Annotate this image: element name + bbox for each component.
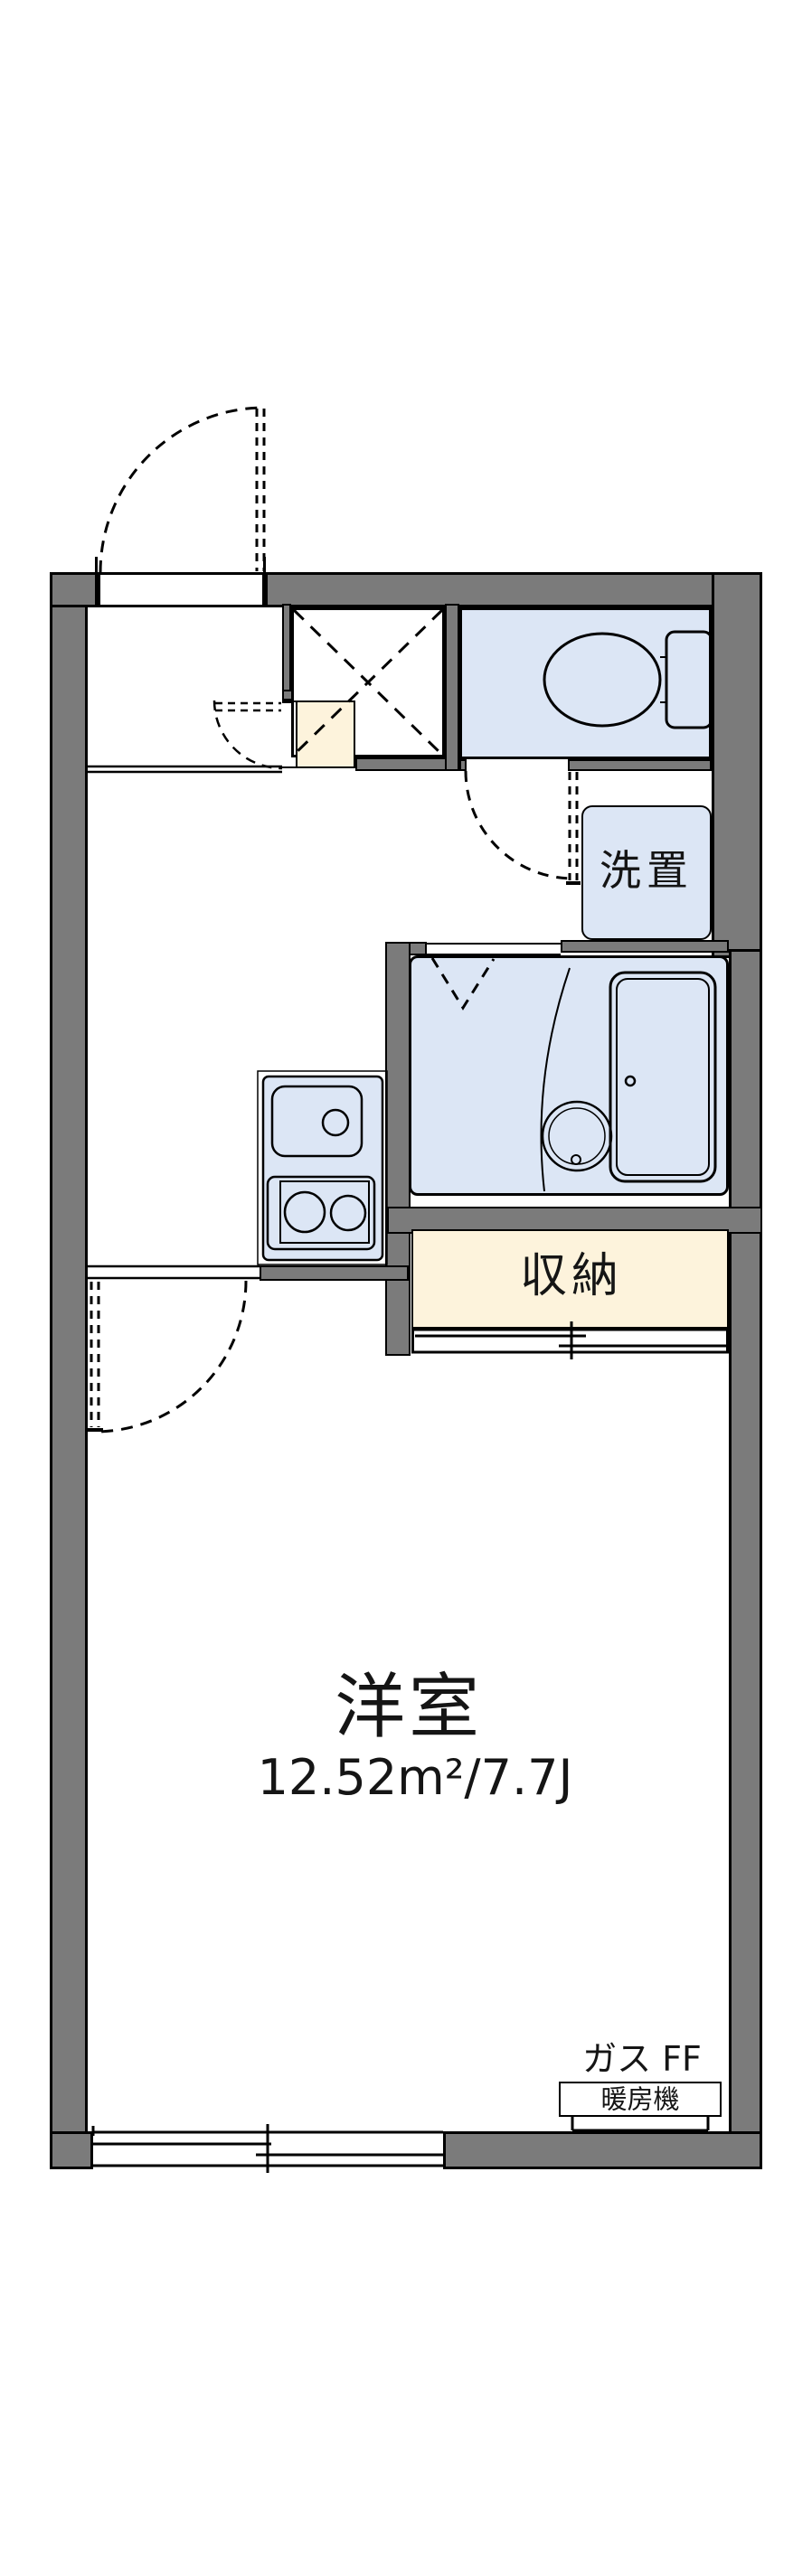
wall-bottom-right	[443, 2131, 762, 2169]
kitchen-unit	[257, 1070, 388, 1265]
entrance-door-swing-icon	[95, 406, 266, 573]
sliding-window-icon	[91, 2124, 443, 2173]
wall-toilet-left	[445, 604, 459, 771]
entrance-doorway	[98, 572, 265, 607]
bathtub-icon	[609, 971, 717, 1183]
heater-box	[559, 2082, 722, 2117]
wall-washer-bottom	[561, 940, 729, 953]
bath-folding-door-icon	[430, 957, 496, 1011]
main-room-area: 12.52m²/7.7J	[257, 1749, 573, 1806]
main-room-label: 洋室	[334, 1667, 484, 1748]
wall-right-lower	[729, 949, 762, 2169]
wall-toilet-bottom	[568, 759, 712, 771]
storage-sliding-door-icon	[411, 1321, 729, 1359]
room-door-swing-icon	[87, 1280, 248, 1434]
wash-basin-icon	[540, 967, 613, 1192]
washer-label: 洗置	[600, 846, 694, 895]
heater-bracket	[571, 2117, 710, 2132]
wall-top-right	[265, 572, 762, 607]
wall-left	[50, 572, 88, 2169]
wall-below-kitchen	[260, 1265, 409, 1281]
heater-unit-label: 暖房機	[600, 2083, 680, 2115]
wall-top-left	[50, 572, 98, 607]
storage-label: 収納	[519, 1249, 624, 1303]
stove-burners-icon	[266, 1175, 376, 1251]
dashed-x-square-icon	[292, 608, 444, 757]
kitchen-sink-icon	[270, 1085, 364, 1158]
wall-toilet-bottom-stub	[459, 759, 467, 771]
entry-step-line	[88, 765, 282, 774]
wall-right-upper	[712, 572, 762, 958]
kitchen-counter-outline	[257, 1070, 388, 1265]
bath-doorway-lines	[427, 943, 561, 955]
wall-bottom-left	[50, 2131, 93, 2169]
closet-door-swing-icon	[212, 700, 296, 770]
washer-space	[581, 805, 712, 940]
heater-type-label: ガス FF	[582, 2039, 702, 2079]
toilet-icon	[543, 630, 713, 729]
entry-closet	[296, 700, 355, 768]
room-doorway-lines	[88, 1264, 260, 1280]
bathroom	[409, 955, 729, 1196]
toilet-door-swing-icon	[464, 770, 581, 885]
